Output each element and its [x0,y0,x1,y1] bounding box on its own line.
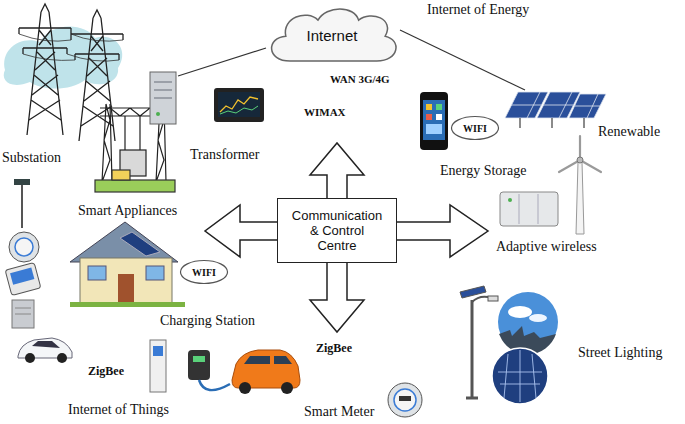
solar-panel [505,92,606,128]
part-label: Substation [2,150,61,166]
smart-meter-symbol [388,383,422,417]
wifi-bubble: WIFI [451,116,499,140]
power-wire [19,34,123,61]
phone-symbol [420,92,448,150]
gateway-box [12,300,34,328]
part-label: Adaptive wireless [496,239,597,255]
part-label: Smart Appliances [78,203,177,219]
protocol-label: ZigBee [316,341,352,356]
part-label: Energy Storage [440,163,526,179]
handheld-device [5,263,41,296]
monitor-symbol [214,88,264,122]
wind-turbine [559,136,601,234]
sky-cloud [4,26,123,88]
part-label: Internet of Things [68,402,169,418]
electric-car [18,338,72,363]
protocol-label: ZigBee [88,364,124,379]
node-text: Internet [307,27,358,44]
node-text: WIFI [463,123,487,134]
smart-meter-symbol [9,232,39,262]
internet-cloud: Internet [262,4,402,66]
mini-pole [14,179,30,228]
network-link [400,30,525,90]
storage-cabinet [500,192,558,226]
part-label: Renewable [598,124,660,140]
network-label: WIMAX [304,106,346,118]
wifi-bubble: WIFI [180,260,228,284]
house-symbol [70,222,185,307]
charger-plug [188,350,230,390]
electric-car [232,350,300,394]
control-centre-box: Communication & Control Centre [277,198,397,263]
title-label: Internet of Energy [427,2,529,18]
pylon-symbol [71,10,123,141]
part-label: Smart Meter [304,404,374,420]
solar-photo [492,348,548,404]
charging-kiosk [150,340,166,392]
part-label: Street Lighting [578,345,662,361]
server-symbol [150,72,176,124]
pylon-symbol [19,4,71,135]
part-label: Transformer [190,147,259,163]
node-text: WIFI [192,267,216,278]
part-label: Charging Station [160,313,255,329]
network-label: WAN 3G/4G [330,73,390,85]
sky-photo [498,292,558,354]
node-text: Communication & Control Centre [292,208,382,253]
network-link [178,48,266,76]
